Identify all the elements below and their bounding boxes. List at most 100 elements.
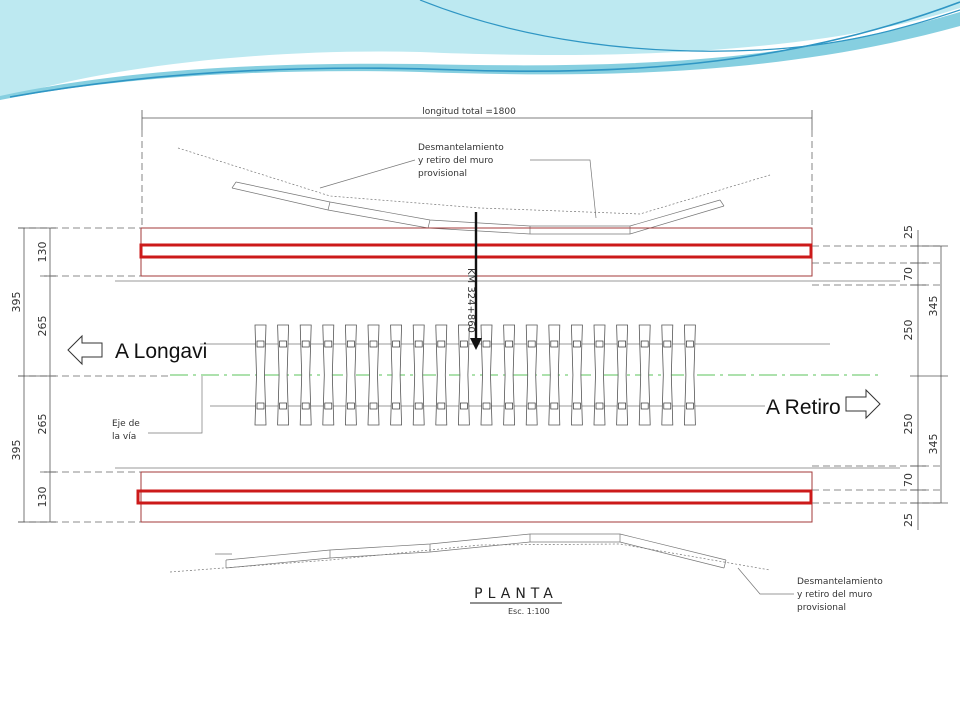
note-bottom-line-3: provisional: [797, 603, 846, 613]
rail-fastener: [482, 340, 491, 348]
rail-fastener: [369, 402, 378, 410]
arrow-right-icon: [845, 388, 881, 420]
header-wave-mid: [0, 12, 960, 100]
axis-label: Eje de la vía: [112, 376, 203, 442]
rail-fastener: [301, 402, 310, 410]
rail-fastener: [505, 402, 513, 410]
rail-fastener: [324, 402, 333, 410]
rail-fastener: [527, 340, 536, 348]
dim-left-130-top: 130: [36, 242, 49, 263]
note-top-line-1: Desmantelamiento: [418, 143, 504, 153]
rail-fastener: [618, 402, 626, 410]
dim-right-250-top: 250: [902, 320, 915, 341]
dim-right-70-top: 70: [902, 267, 915, 281]
rail-fastener: [663, 340, 672, 348]
dim-right-25-top: 25: [902, 225, 915, 239]
rail-fastener: [505, 340, 513, 348]
rail-fastener: [437, 340, 446, 348]
rail-fastener: [347, 340, 355, 348]
bottom-provisional-wall: [169, 533, 771, 573]
dim-left-395-bottom: 395: [10, 440, 23, 461]
rail-fastener: [550, 340, 559, 348]
rail-fastener: [460, 402, 468, 410]
drawing-scale-label: Esc. 1:100: [508, 607, 550, 616]
sleeper: [390, 324, 403, 426]
sleeper: [277, 324, 290, 426]
rail-fastener: [686, 402, 694, 410]
rail-fastener: [414, 340, 423, 348]
rail-fastener: [279, 340, 287, 348]
rail-fastener: [301, 340, 310, 348]
rail-fastener: [595, 402, 604, 410]
rail-fastener: [573, 402, 581, 410]
header-wave: [0, 0, 960, 100]
sleeper: [299, 324, 312, 426]
rail-fastener: [279, 402, 287, 410]
rail-fastener: [640, 402, 649, 410]
sleeper: [570, 324, 583, 426]
top-provisional-wall: [177, 147, 771, 235]
rail-fastener: [663, 402, 672, 410]
rail-fastener: [347, 402, 355, 410]
track-sleepers: [254, 324, 696, 426]
rail-fastener: [686, 340, 694, 348]
sleeper: [593, 324, 606, 426]
sleeper: [683, 324, 696, 426]
sleeper: [344, 324, 357, 426]
note-top-line-3: provisional: [418, 169, 467, 179]
total-length-label: longitud total =1800: [422, 107, 516, 117]
lower-retaining-wall: [136, 471, 813, 523]
rail-fastener: [392, 402, 400, 410]
rail-fastener: [640, 340, 649, 348]
dim-left-265-top: 265: [36, 316, 49, 337]
rail-fastener: [527, 402, 536, 410]
rail-fastener: [437, 402, 446, 410]
sleeper: [412, 324, 425, 426]
sleeper: [661, 324, 674, 426]
direction-left-label: A Longavi: [115, 340, 207, 363]
dim-left-130-bottom: 130: [36, 487, 49, 508]
direction-right-label: A Retiro: [766, 396, 841, 419]
direction-right: A Retiro: [766, 388, 881, 420]
dim-right-345-top: 345: [927, 296, 940, 317]
sleeper: [367, 324, 380, 426]
sleeper: [525, 324, 538, 426]
sleeper: [616, 324, 629, 426]
sleeper: [435, 324, 448, 426]
rail-fastener: [573, 340, 581, 348]
sleeper: [322, 324, 335, 426]
sleeper: [457, 324, 470, 426]
rail-fastener: [392, 340, 400, 348]
rail-fastener: [482, 402, 491, 410]
drawing-title-label: PLANTA: [474, 586, 558, 602]
rail-fastener: [324, 340, 333, 348]
dim-right-25-bottom: 25: [902, 513, 915, 527]
dim-left-395-top: 395: [10, 292, 23, 313]
note-top-line-2: y retiro del muro: [418, 156, 494, 166]
direction-left: A Longavi: [67, 334, 207, 366]
dim-right-250-bottom: 250: [902, 414, 915, 435]
rail-fastener: [414, 402, 423, 410]
rail-fastener: [256, 340, 265, 348]
km-label: KM 324+860: [465, 268, 476, 333]
note-bottom-line-1: Desmantelamiento: [797, 577, 883, 587]
sleeper: [548, 324, 561, 426]
right-dimensions: 25 70 345 250 250 345 70 25: [902, 225, 948, 530]
sleeper: [480, 324, 493, 426]
sleeper: [503, 324, 516, 426]
header-wave-light: [0, 0, 960, 100]
reference-lines: [18, 227, 940, 523]
note-bottom: Desmantelamiento y retiro del muro provi…: [737, 567, 883, 613]
rail-fastener: [550, 402, 559, 410]
arrow-left-icon: [67, 334, 103, 366]
left-dimensions: 395 130 265 395 265 130: [10, 227, 56, 523]
rail-fastener: [256, 402, 265, 410]
dim-right-70-bottom: 70: [902, 473, 915, 487]
note-bottom-line-2: y retiro del muro: [797, 590, 873, 600]
km-marker: KM 324+860: [465, 212, 482, 350]
drawing-title: PLANTA Esc. 1:100: [470, 586, 562, 616]
dim-right-345-bottom: 345: [927, 434, 940, 455]
axis-label-line-1: Eje de: [112, 419, 140, 429]
